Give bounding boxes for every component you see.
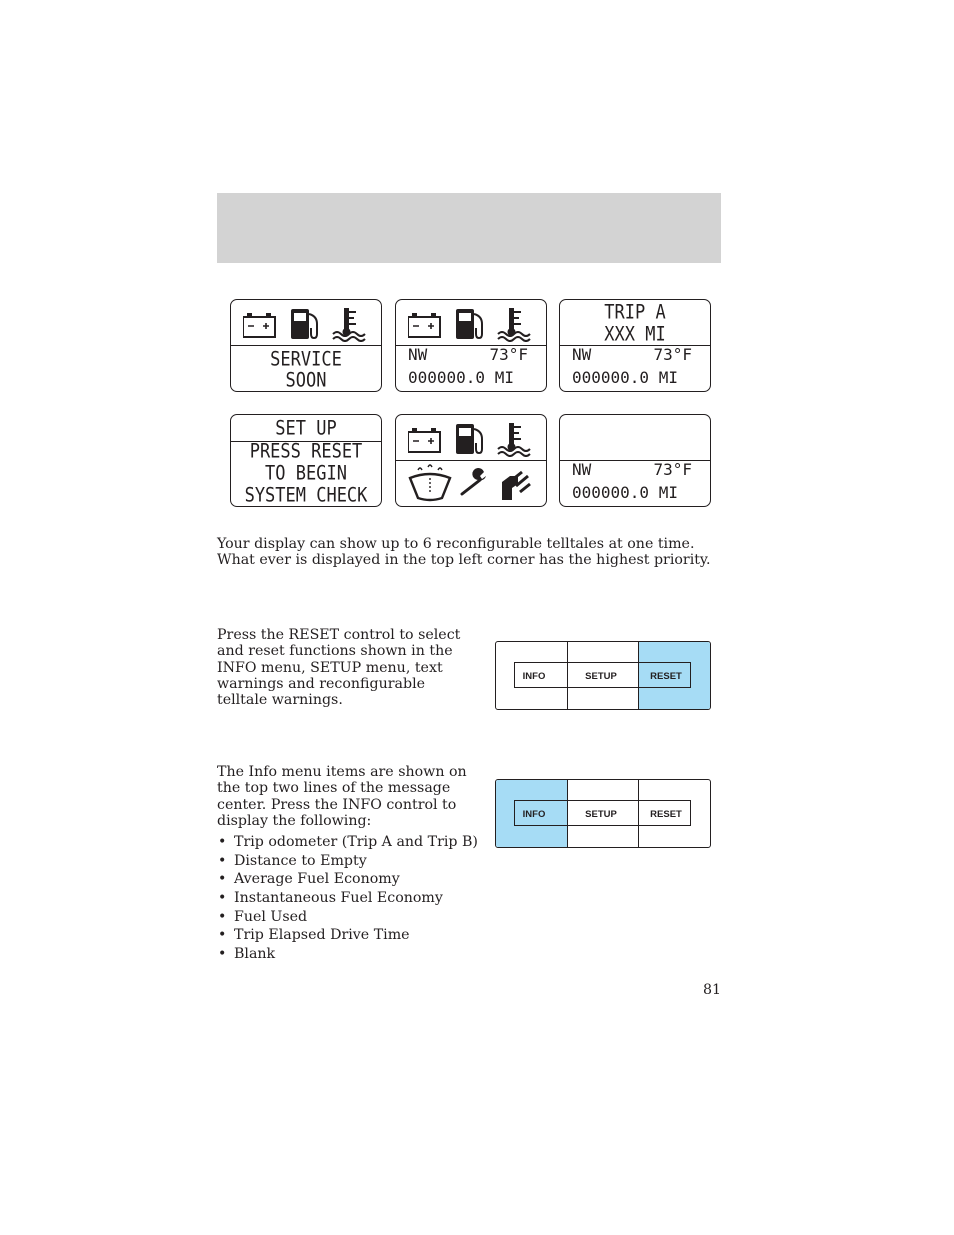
compass-direction: NW — [572, 345, 592, 364]
reset-paragraph: Press the RESET control to select and re… — [217, 627, 461, 709]
display-panel-blank-info: NW 73°F 000000.0 MI — [559, 414, 711, 507]
panel-divider — [396, 460, 546, 461]
list-item: Distance to Empty — [217, 852, 478, 871]
outside-temp: 73°F — [653, 460, 692, 479]
list-item: Trip Elapsed Drive Time — [217, 926, 478, 945]
display-panel-system-check: SET UP PRESS RESET TO BEGIN SYSTEM CHECK — [230, 414, 382, 507]
panel-divider — [560, 460, 710, 461]
odometer: 000000.0 MI — [408, 368, 514, 387]
panel-divider — [396, 345, 546, 346]
display-panel-service-soon: SERVICE SOON — [230, 299, 382, 392]
info-items-list: Trip odometer (Trip A and Trip B) Distan… — [217, 833, 478, 964]
page-number: 81 — [702, 982, 721, 998]
lcd-line-4: SYSTEM CHECK — [244, 484, 368, 507]
setup-button-label[interactable]: SETUP — [585, 671, 617, 682]
info-button-label[interactable]: INFO — [522, 809, 546, 820]
battery-fuel-coolant-icons — [408, 422, 531, 457]
display-panel-six-telltales — [395, 414, 547, 507]
lcd-line-2: XXX MI — [604, 323, 666, 347]
panel-divider — [231, 345, 381, 346]
odometer: 000000.0 MI — [572, 368, 678, 387]
setup-button-label[interactable]: SETUP — [585, 809, 617, 820]
lcd-line-1: TRIP A — [604, 301, 666, 325]
lcd-line-2: SOON — [285, 369, 327, 392]
lcd-line-1: SET UP — [275, 417, 337, 441]
outside-temp: 73°F — [653, 345, 692, 364]
compass-direction: NW — [572, 460, 592, 479]
outside-temp: 73°F — [489, 345, 528, 364]
display-panel-trip-a: TRIP A XXX MI NW 73°F 000000.0 MI — [559, 299, 711, 392]
controls-diagram-reset: INFO SETUP RESET — [495, 641, 711, 710]
odometer: 000000.0 MI — [572, 483, 678, 502]
controls-strip — [514, 662, 691, 688]
intro-paragraph: Your display can show up to 6 reconfigur… — [217, 536, 711, 569]
lcd-line-3: TO BEGIN — [265, 462, 347, 486]
info-button-label[interactable]: INFO — [522, 671, 546, 682]
list-item: Average Fuel Economy — [217, 870, 478, 889]
compass-direction: NW — [408, 345, 428, 364]
panel-divider — [231, 441, 381, 442]
controls-strip — [514, 800, 691, 826]
reset-button-label[interactable]: RESET — [650, 671, 682, 682]
info-paragraph: The Info menu items are shown on the top… — [217, 764, 467, 829]
list-item: Trip odometer (Trip A and Trip B) — [217, 833, 478, 852]
reset-button-label[interactable]: RESET — [650, 809, 682, 820]
info-highlight — [496, 780, 567, 847]
battery-fuel-coolant-icons — [243, 307, 366, 342]
reset-highlight — [638, 642, 710, 709]
list-item: Fuel Used — [217, 908, 478, 927]
battery-fuel-coolant-icons — [408, 307, 531, 342]
controls-diagram-info: INFO SETUP RESET — [495, 779, 711, 848]
lcd-line-2: PRESS RESET — [249, 440, 363, 464]
panel-divider — [560, 345, 710, 346]
section-header-band — [217, 193, 721, 263]
washer-wrench-door-icons — [408, 464, 531, 502]
list-item: Instantaneous Fuel Economy — [217, 889, 478, 908]
display-panel-telltales-compass: NW 73°F 000000.0 MI — [395, 299, 547, 392]
list-item: Blank — [217, 945, 478, 964]
lcd-line-1: SERVICE — [270, 348, 342, 372]
